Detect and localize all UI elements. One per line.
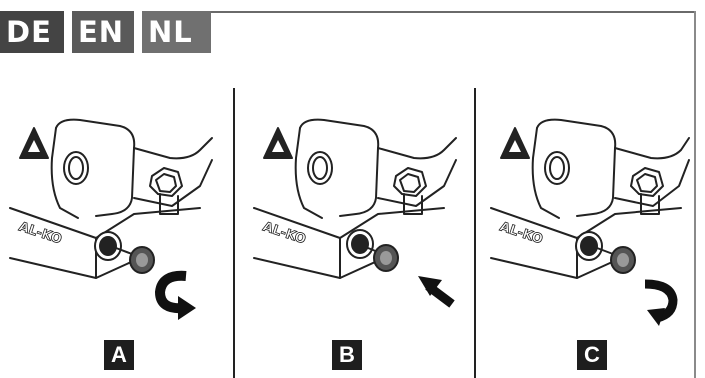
- right-rule: [694, 11, 696, 378]
- language-tab-de[interactable]: DE: [0, 11, 64, 53]
- illustration-panel-a: AL-KO A: [0, 88, 232, 378]
- coupling-lock-illustration: AL-KO: [0, 88, 232, 378]
- coupling-lock-illustration: AL-KO: [236, 88, 472, 378]
- language-tab-nl[interactable]: NL: [134, 11, 211, 53]
- step-label-c: C: [577, 340, 607, 370]
- language-tab-en[interactable]: EN: [64, 11, 134, 53]
- panel-divider: [233, 88, 235, 378]
- illustration-panel-b: AL-KO B: [236, 88, 472, 378]
- coupling-lock-illustration: AL-KO: [477, 88, 693, 378]
- rotate-clockwise-arrow-icon: [160, 276, 196, 320]
- rotate-counterclockwise-arrow-icon: [645, 284, 673, 326]
- language-bar: DE EN NL: [0, 11, 211, 53]
- step-label-b: B: [332, 340, 362, 370]
- panel-divider: [474, 88, 476, 378]
- push-in-arrow-icon: [418, 276, 452, 304]
- step-label-a: A: [104, 340, 134, 370]
- illustration-panel-c: AL-KO C: [477, 88, 693, 378]
